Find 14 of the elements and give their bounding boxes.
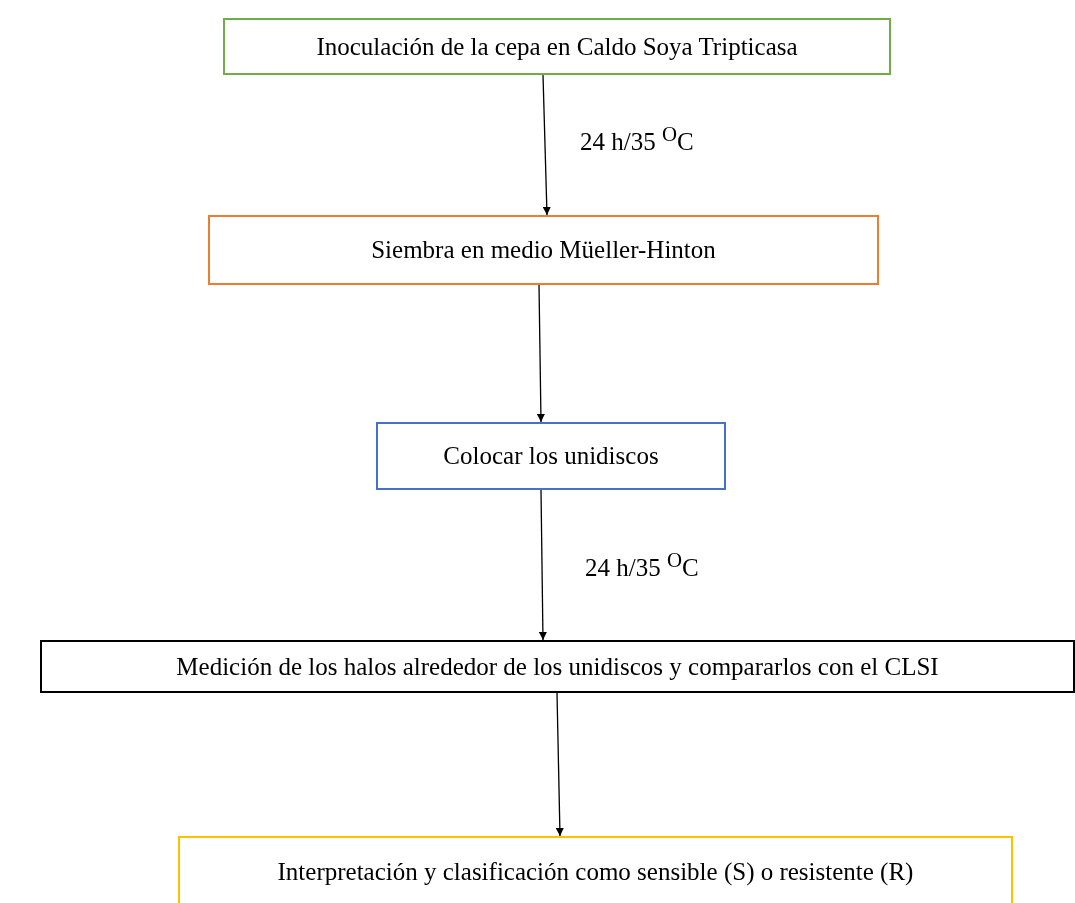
- process-box: [223, 18, 891, 75]
- step-text: Siembra en medio Müeller-Hinton: [371, 236, 716, 264]
- arrow: [542, 74, 551, 216]
- step-text: Colocar los unidiscos: [443, 442, 659, 470]
- step-text: Medición de los halos alrededor de los unidiscos y compararlos con el CLSI: [176, 652, 939, 681]
- process-box: [208, 215, 879, 285]
- process-box: [40, 640, 1075, 693]
- arrow: [538, 489, 547, 641]
- process-box: [376, 422, 726, 490]
- step-text: Inoculación de la cepa en Caldo Soya Tripticasa: [316, 32, 798, 61]
- process-box: [178, 836, 1013, 903]
- step-text: Interpretación y clasificación como sensible (S) o resistente (R): [277, 858, 914, 886]
- arrow: [536, 284, 545, 423]
- arrow: [555, 692, 564, 837]
